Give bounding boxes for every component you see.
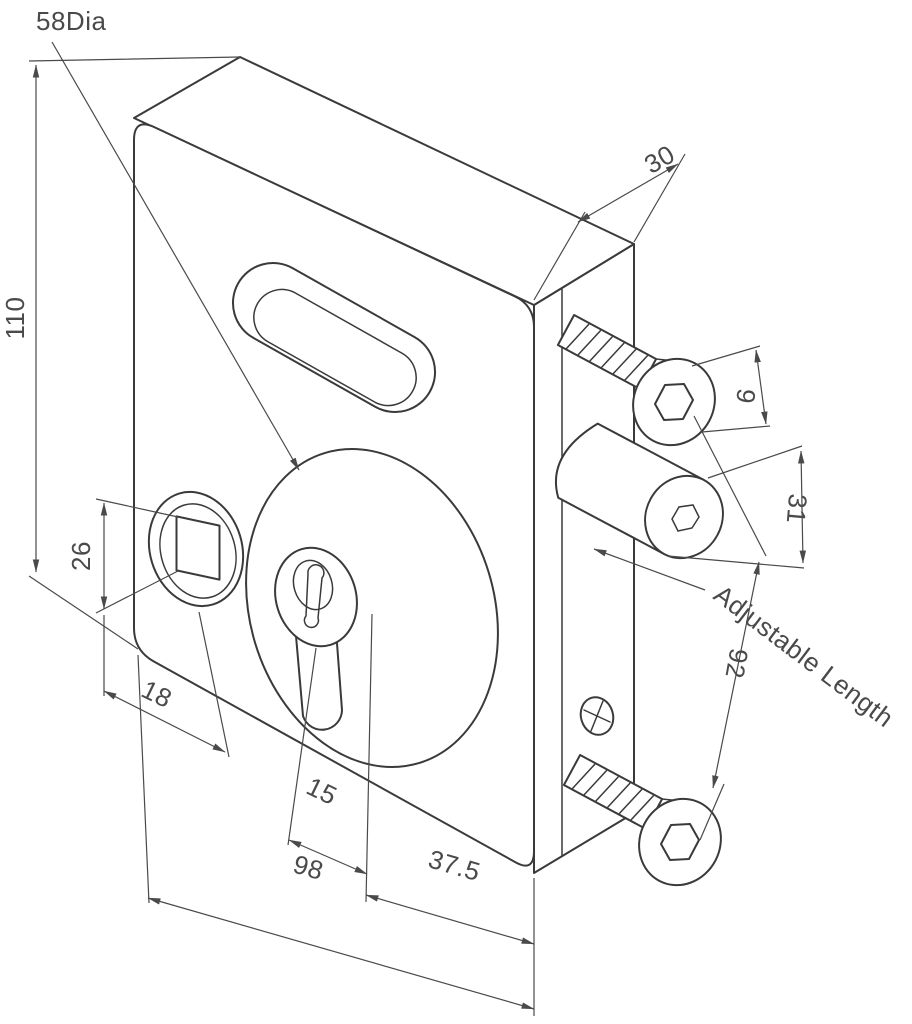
annotation-adjustable-length: Adjustable Length — [593, 548, 899, 733]
screw-hex-socket-icon — [660, 823, 700, 861]
dim-label-37-5: 37.5 — [425, 844, 484, 887]
adapter-body-outline — [554, 422, 705, 556]
euro-cylinder-plug — [292, 559, 334, 611]
dimension-26: 26 — [66, 498, 179, 614]
adapter-end-cap — [644, 474, 724, 560]
dimension-110: 110 — [0, 56, 241, 650]
dim-label-26: 26 — [66, 541, 96, 571]
dim-label-58dia: 58Dia — [36, 6, 106, 36]
dim-label-92: 92 — [719, 646, 754, 681]
dimension-37-5: 37.5 — [365, 844, 535, 1016]
dimension-58dia: 58Dia — [36, 6, 300, 471]
phillips-screw — [579, 696, 615, 736]
adapter-cylinder — [554, 422, 724, 560]
dim-label-18: 18 — [137, 674, 177, 714]
phillips-cross-icon — [583, 700, 611, 732]
handle-slot-outer — [231, 261, 437, 414]
leader-adjustable-length — [593, 548, 706, 591]
screw-head — [638, 797, 722, 887]
dimension-98: 98 — [137, 654, 535, 1010]
dim-label-110: 110 — [0, 297, 30, 340]
keyway — [303, 564, 325, 629]
dim-label-15: 15 — [302, 771, 342, 811]
fixing-screw-bottom — [562, 754, 722, 887]
fixing-screw-top — [556, 314, 716, 447]
screw-hex-socket-icon — [654, 383, 694, 421]
dimension-92: 92 — [693, 415, 767, 841]
spindle-inner-ring — [159, 503, 237, 599]
screw-head — [632, 357, 716, 447]
dim-label-31: 31 — [781, 493, 813, 525]
handle-slot — [231, 261, 437, 414]
spindle-hub — [147, 490, 245, 608]
screw-threads — [571, 763, 655, 821]
dimension-9: 9 — [691, 345, 771, 433]
leader-58dia — [51, 41, 300, 471]
spindle-square-hole — [175, 515, 221, 581]
dim-label-9: 9 — [730, 387, 762, 406]
screw-threads — [565, 323, 649, 381]
handle-slot-inner — [253, 288, 417, 407]
adapter-hex-socket-icon — [671, 504, 700, 532]
